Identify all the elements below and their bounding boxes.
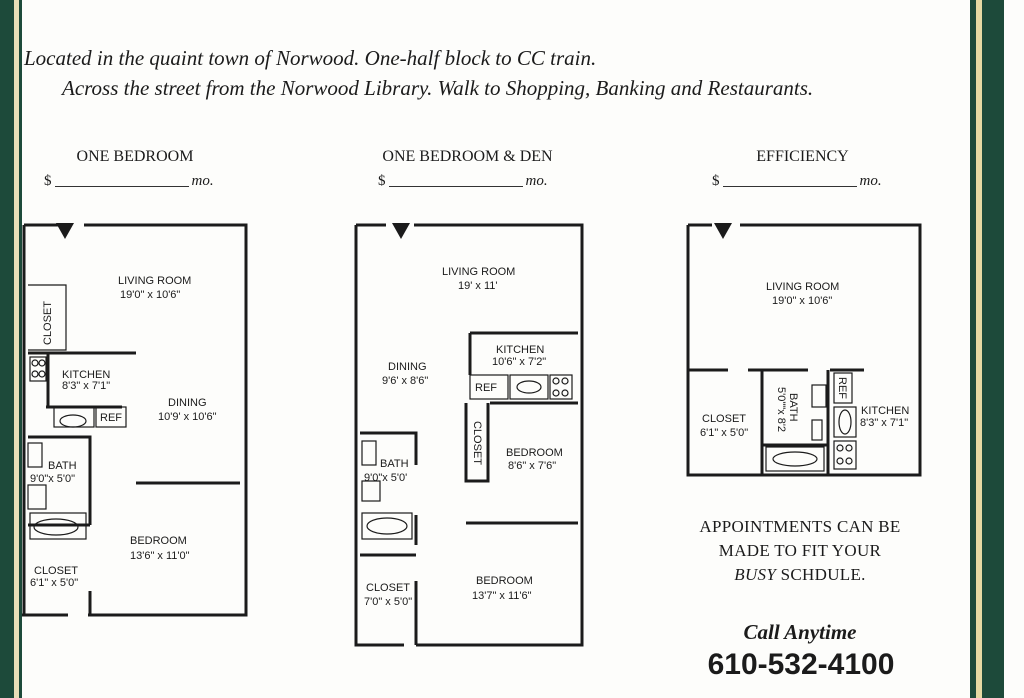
room-size: 8'6" x 7'6" — [508, 460, 556, 472]
room-label: DINING — [168, 397, 207, 409]
room-label: DINING — [388, 361, 427, 373]
price-one-bedroom: $ mo. — [44, 173, 214, 190]
busy-word: BUSY — [734, 565, 777, 584]
ref-label: REF — [475, 382, 497, 394]
entry-arrow-icon — [56, 223, 74, 239]
entry-arrow-icon — [714, 223, 732, 239]
room-label: CLOSET — [42, 301, 54, 345]
price-blank — [54, 186, 189, 187]
floorplan-one-bedroom: LIVING ROOM 19'0" x 10'6" CLOSET KITCHEN… — [22, 223, 248, 617]
price-symbol: $ — [378, 173, 386, 189]
room-label: LIVING ROOM — [118, 275, 191, 287]
call-anytime: Call Anytime — [743, 620, 857, 644]
appointments-line-3: BUSY SCHDULE. — [660, 563, 940, 587]
room-size: 19' x 11' — [458, 280, 497, 292]
room-size: 19'0" x 10'6" — [772, 295, 832, 307]
floorplan-one-bedroom-den: LIVING ROOM 19' x 11' KITCHEN 10'6" x 7'… — [354, 223, 584, 647]
entry-arrow-icon — [392, 223, 410, 239]
room-label: KITCHEN — [62, 369, 110, 381]
room-size: 19'0" x 10'6" — [120, 289, 180, 301]
appointments-line-3-rest: SCHDULE. — [776, 565, 866, 584]
price-suffix: mo. — [191, 173, 214, 189]
ref-label: REF — [100, 412, 122, 424]
phone-number[interactable]: 610-532-4100 — [707, 648, 895, 681]
room-label: CLOSET — [702, 413, 746, 425]
left-border-stripe — [14, 0, 19, 698]
room-size: 8'3" x 7'1" — [860, 417, 908, 429]
room-label: LIVING ROOM — [442, 266, 515, 278]
room-label: CLOSET — [366, 582, 410, 594]
room-label: BATH — [787, 393, 799, 422]
unit-title-one-bedroom-den: ONE BEDROOM & DEN — [382, 148, 553, 165]
room-size: 9'6' x 8'6" — [382, 375, 428, 387]
room-label: BEDROOM — [506, 447, 563, 459]
room-label: LIVING ROOM — [766, 281, 839, 293]
unit-title-one-bedroom: ONE BEDROOM — [76, 148, 194, 165]
appointments-line-2: MADE TO FIT YOUR — [718, 541, 882, 560]
price-suffix: mo. — [525, 173, 548, 189]
room-label: CLOSET — [34, 565, 78, 577]
unit-title-efficiency: EFFICIENCY — [756, 148, 849, 165]
room-label: BATH — [380, 458, 409, 470]
room-size: 13'6" x 11'0" — [130, 550, 190, 562]
price-blank — [388, 186, 523, 187]
room-size: 9'0"x 5'0' — [364, 472, 407, 484]
room-size: 8'3" x 7'1" — [62, 380, 110, 392]
price-symbol: $ — [712, 173, 720, 189]
room-label: KITCHEN — [496, 344, 544, 356]
room-size: 5'0""x 8'2 — [775, 387, 787, 432]
room-label: CLOSET — [471, 421, 483, 465]
floorplan-efficiency: LIVING ROOM 19'0" x 10'6" CLOSET 6'1" x … — [686, 223, 922, 477]
room-size: 10'6" x 7'2" — [492, 356, 546, 368]
room-label: BEDROOM — [476, 575, 533, 587]
price-one-bedroom-den: $ mo. — [378, 173, 548, 190]
intro-line-1: Located in the quaint town of Norwood. O… — [24, 46, 597, 70]
price-symbol: $ — [44, 173, 52, 189]
right-border — [958, 0, 1024, 698]
appointments-line-1: APPOINTMENTS CAN BE — [699, 517, 901, 536]
room-size: 9'0"x 5'0" — [30, 473, 75, 485]
appointments-notice: APPOINTMENTS CAN BE MADE TO FIT YOUR BUS… — [660, 515, 940, 587]
room-size: 13'7" x 11'6" — [472, 590, 532, 602]
room-label: BEDROOM — [130, 535, 187, 547]
price-efficiency: $ mo. — [712, 173, 882, 190]
price-blank — [722, 186, 857, 187]
room-label: KITCHEN — [861, 405, 909, 417]
room-size: 6'1" x 5'0" — [700, 427, 748, 439]
ref-label: REF — [836, 377, 848, 399]
room-size: 10'9' x 10'6" — [158, 411, 217, 423]
intro-line-2: Across the street from the Norwood Libra… — [62, 76, 814, 100]
room-size: 7'0" x 5'0" — [364, 596, 412, 608]
price-suffix: mo. — [859, 173, 882, 189]
room-label: BATH — [48, 460, 77, 472]
room-size: 6'1" x 5'0" — [30, 577, 78, 589]
